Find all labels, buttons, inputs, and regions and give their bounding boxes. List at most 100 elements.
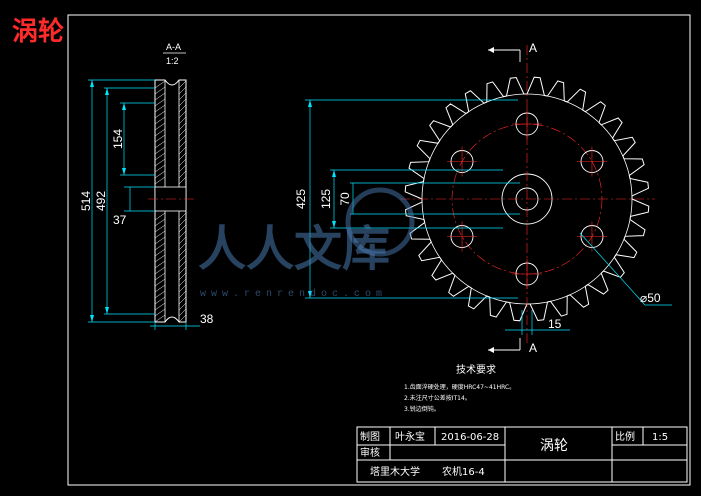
cut-marker-bottom: A	[529, 341, 537, 355]
hatch-line	[154, 308, 166, 317]
hatch-line	[178, 164, 187, 173]
hatch-line	[154, 110, 166, 119]
dim-425: 425	[294, 189, 308, 209]
tb-school: 塔里木大学	[370, 465, 420, 478]
hatch-line	[154, 122, 166, 131]
tb-part-name: 涡轮	[540, 438, 568, 454]
hatch-line	[178, 80, 187, 89]
tb-scale-value: 1:5	[652, 432, 668, 443]
hatch-line	[154, 146, 166, 155]
tb-drawn-name: 叶永宝	[395, 430, 425, 443]
hatch-line	[154, 140, 166, 149]
hatch-line	[154, 224, 166, 233]
hatch-line	[154, 128, 166, 137]
watermark-url: www.renrendoc.com	[200, 288, 387, 300]
hatch-line	[178, 116, 187, 125]
hatch-line	[154, 302, 166, 311]
hatch-line	[178, 176, 187, 185]
title-block	[356, 426, 688, 483]
hatch-line	[154, 80, 166, 89]
hatch-line	[178, 278, 187, 287]
hatch-line	[154, 254, 166, 263]
hatch-line	[154, 98, 166, 107]
hatch-line	[154, 218, 166, 227]
hatch-line	[178, 86, 187, 95]
section-label: A-A	[166, 42, 181, 52]
hatch-line	[178, 284, 187, 293]
gear-front-view: A A 425 125 70 15 ⌀50	[294, 41, 672, 355]
dim-492: 492	[94, 191, 108, 211]
tb-drawn-label: 制图	[360, 430, 380, 443]
hatch-line	[154, 158, 166, 167]
hatch-line	[154, 164, 166, 173]
hatch-line	[154, 230, 166, 239]
hatch-line	[178, 104, 187, 113]
hatch-line	[154, 104, 166, 113]
note-line-2: 2.未注尺寸公差按IT14。	[404, 394, 471, 402]
section-view: A-A 1:2	[79, 42, 214, 330]
hatch-line	[154, 134, 166, 143]
hatch-line	[154, 260, 166, 269]
note-line-1: 1.齿面淬硬处理，硬度HRC47~41HRC。	[404, 383, 515, 391]
hatch-line	[154, 314, 166, 323]
hatch-line	[178, 224, 187, 233]
hatch-line	[178, 212, 187, 221]
hatch-line	[154, 266, 166, 275]
hatch-line	[178, 242, 187, 251]
hatch-line	[154, 296, 166, 305]
dim-phi50: ⌀50	[640, 291, 661, 305]
dim-15: 15	[548, 317, 562, 331]
hatch-line	[154, 86, 166, 95]
hatch-line	[154, 272, 166, 281]
hatch-line	[154, 176, 166, 185]
hatch-line	[154, 152, 166, 161]
hatch-line	[178, 98, 187, 107]
hatch-line	[178, 314, 187, 323]
watermark-text: 人人文库	[198, 221, 390, 277]
watermark: 人人文库 www.renrendoc.com	[198, 187, 415, 300]
note-line-3: 3.锐边倒钝。	[404, 405, 440, 413]
tb-class: 农机16-4	[442, 465, 485, 478]
dim-514: 514	[79, 191, 93, 211]
hatch-line	[154, 212, 166, 221]
drawing-title: 涡轮	[12, 17, 64, 47]
cut-marker-top: A	[529, 41, 537, 55]
dim-38: 38	[200, 312, 214, 326]
hatch-line	[178, 158, 187, 167]
hatch-line	[178, 254, 187, 263]
technical-notes: 技术要求 1.齿面淬硬处理，硬度HRC47~41HRC。 2.未注尺寸公差按IT…	[404, 363, 515, 413]
hatch-line	[178, 272, 187, 281]
hatch-line	[178, 110, 187, 119]
hatch-line	[178, 290, 187, 299]
hatch-line	[178, 140, 187, 149]
dim-37: 37	[113, 213, 127, 227]
hatch-line	[154, 284, 166, 293]
dim-70: 70	[338, 192, 352, 206]
hatch-line	[178, 302, 187, 311]
hatch-line	[178, 146, 187, 155]
dim-154: 154	[111, 129, 125, 149]
hatch-line	[178, 92, 187, 101]
hatch-line	[178, 308, 187, 317]
hatch-line	[178, 122, 187, 131]
hatch-line	[178, 152, 187, 161]
hatch-line	[178, 296, 187, 305]
hatch-line	[154, 170, 166, 179]
hatch-line	[154, 236, 166, 245]
hatch-line	[178, 248, 187, 257]
hatch-line	[154, 278, 166, 287]
drawing-frame	[67, 14, 691, 486]
hatch-line	[178, 230, 187, 239]
tb-scale-label: 比例	[615, 430, 635, 443]
hatch-line	[154, 92, 166, 101]
dim-125: 125	[319, 189, 333, 209]
hatch-line	[178, 128, 187, 137]
hatch-line	[178, 134, 187, 143]
hatch-line	[178, 218, 187, 227]
section-scale: 1:2	[166, 56, 179, 66]
notes-heading: 技术要求	[456, 363, 496, 376]
hatch-line	[178, 170, 187, 179]
hatch-line	[178, 236, 187, 245]
